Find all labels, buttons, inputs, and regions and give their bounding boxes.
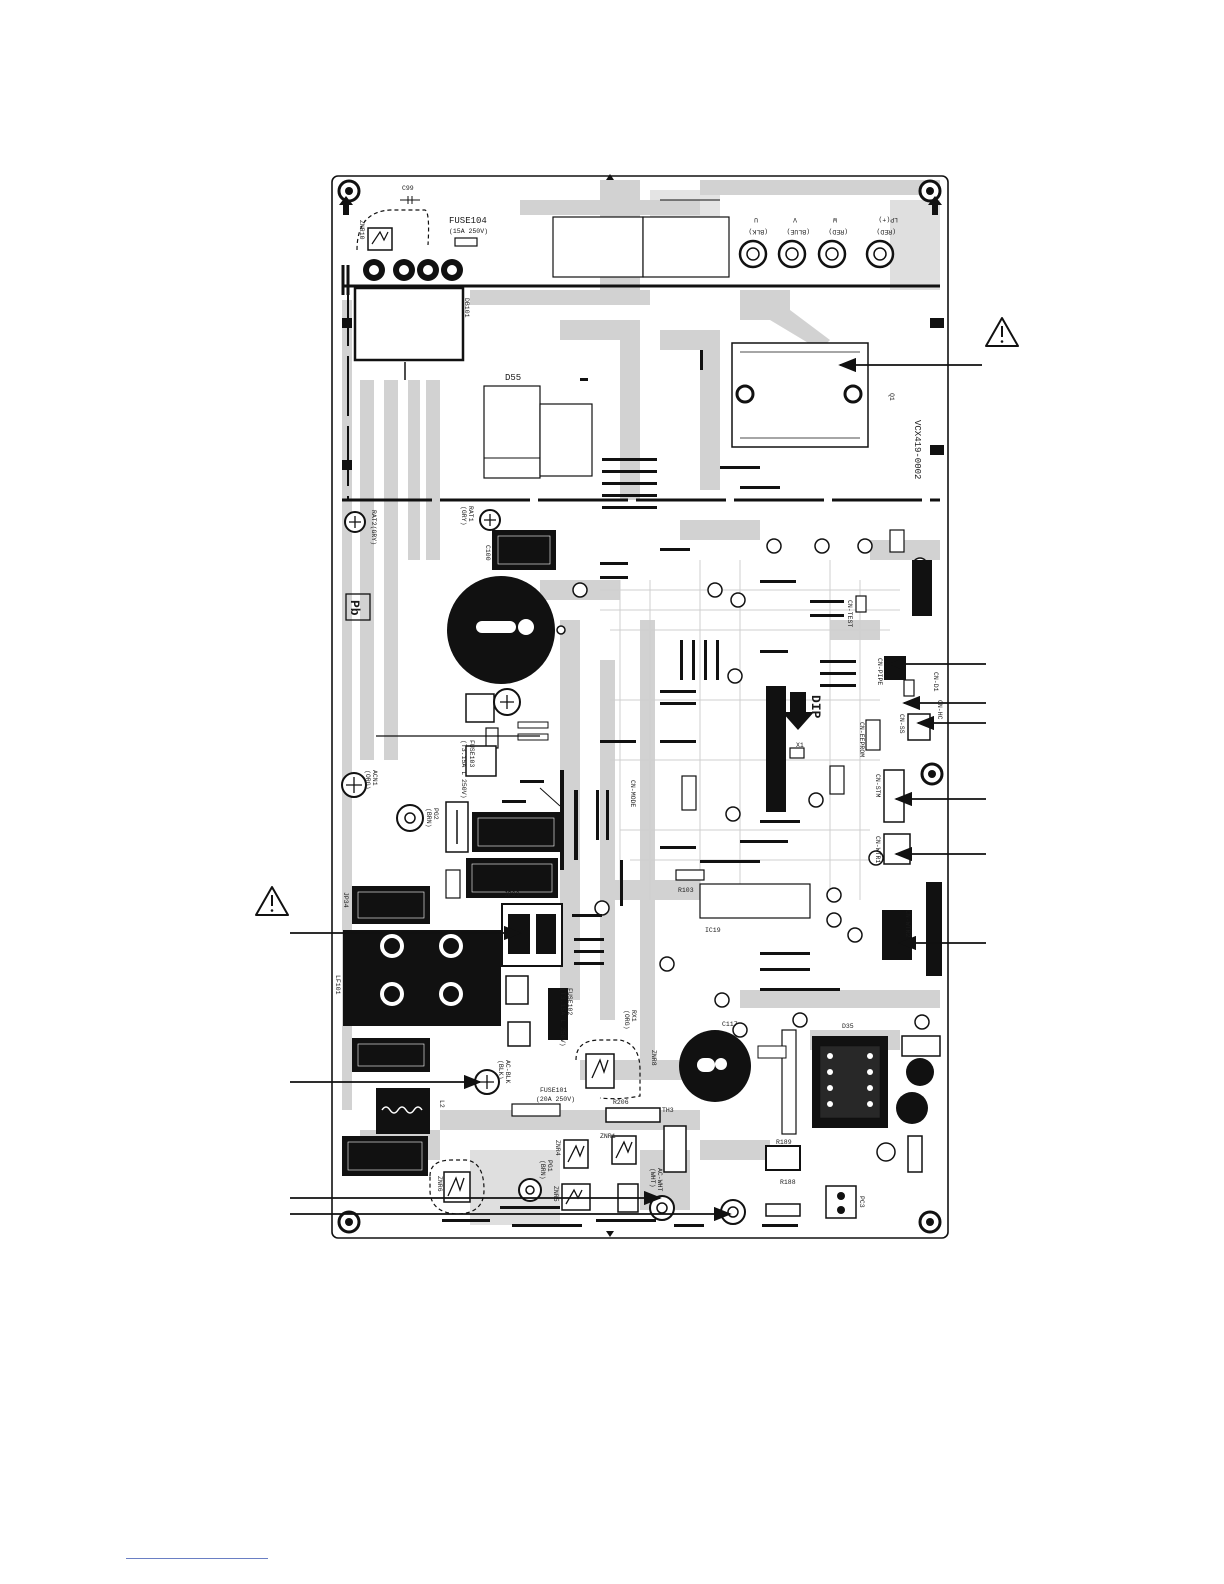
terminal-lp-label: LP(+) [878, 216, 898, 223]
terminal-w-label: W [833, 216, 837, 223]
thermistor-connectors [344, 509, 501, 533]
relay-c100 [492, 530, 556, 570]
ac-blk-label: AC-BLK [504, 1060, 511, 1084]
copper-traces [342, 180, 940, 1225]
terminal-u-label: U [754, 216, 758, 223]
terminal-lp-color: (RED) [876, 228, 896, 235]
left-mid-components [341, 688, 578, 899]
dip-label: DIP [808, 695, 823, 719]
rat2-label: RAT2(GRY) [370, 510, 377, 545]
relay-top [552, 199, 730, 278]
line-filter-area [342, 886, 604, 1176]
cn-pipe-label: CN-PIPE [876, 658, 883, 685]
terminal-u-color: (BLK) [748, 228, 768, 235]
r189-label: R189 [776, 1139, 792, 1146]
ac-wht-label: AC-WHT [656, 1168, 663, 1192]
x1-label: X1 [796, 742, 804, 749]
znr4-label: ZNR4 [554, 1140, 561, 1156]
znr5-label: ZNR5 [552, 1186, 559, 1202]
power-module-q1 [731, 342, 869, 448]
fuse102-rating: (T3.15A L 250V) [559, 988, 566, 1047]
fuse101-label: FUSE101 [540, 1087, 567, 1094]
q1-label: Q1 [888, 393, 895, 401]
small-components [572, 529, 942, 1162]
mounting-holes [337, 179, 944, 1234]
acn1-color: (ORG) [364, 770, 371, 790]
fuse104-label: FUSE104 [449, 216, 487, 226]
fuse102-label: FUSE102 [566, 988, 573, 1015]
warning-icon [985, 317, 1019, 347]
znr6-label: ZNR6 [436, 1176, 443, 1192]
r206-label: R206 [613, 1099, 629, 1106]
pc3-label: PC3 [858, 1196, 865, 1208]
fuse104-rating: (15A 250V) [449, 228, 488, 235]
input-terminal-block [341, 209, 478, 380]
r188-label: R188 [780, 1179, 796, 1186]
fuse103-rating: (T3.15A L 250V) [460, 740, 467, 799]
db101-label: DB101 [463, 298, 470, 318]
warning-icon [255, 886, 289, 916]
cn-test-label: CN-TEST [846, 600, 853, 627]
znr10-label: ZNR10 [358, 220, 365, 240]
ic19-label: IC19 [705, 927, 721, 934]
output-terminals [738, 239, 895, 269]
pb-mark [345, 593, 371, 621]
rx1-color: (ORG) [623, 1010, 630, 1030]
edge-markers [339, 174, 942, 1237]
cn-ss-label: CN-SS [898, 714, 905, 734]
cn-hc-label: CN-HC [936, 700, 943, 720]
cn-stm-label: CN-STM [874, 774, 881, 798]
pg2-label: PG2 [432, 808, 439, 820]
pb-mark-label: Pb [347, 600, 362, 616]
znr8-label: ZNR8 [650, 1050, 657, 1066]
microcontroller-ic [766, 686, 814, 812]
rat1-label: RAT1 [467, 506, 474, 522]
c99-label: C99 [402, 185, 414, 192]
d35-label: D35 [842, 1023, 854, 1030]
cn-d1-label: CN-D1 [932, 672, 939, 692]
r103-label: R103 [678, 887, 694, 894]
fuse101-rating: (20A 250V) [536, 1096, 575, 1103]
acn1-label: ACN1 [371, 770, 378, 786]
d55-label: D55 [505, 373, 521, 383]
edge-pads [342, 318, 944, 470]
jp33-label: JP33 [504, 891, 520, 898]
c100-label: C100 [484, 545, 491, 561]
c117-label: C117 [722, 1021, 738, 1028]
capacitor-c99 [447, 576, 566, 684]
terminal-v-label: V [793, 216, 797, 223]
znr1-label: ZNR1 [600, 1133, 616, 1140]
pg1-label: PG1 [546, 1160, 553, 1172]
lf101-label: LF101 [334, 975, 341, 995]
ac-blk-color: (BLK) [497, 1060, 504, 1080]
bridge-rectifier-d55 [483, 385, 593, 479]
cn-eeprom-label: CN-EEPROM [858, 722, 865, 757]
cn-mode-label: CN-MODE [629, 780, 636, 807]
rat1-color: (GRY) [460, 506, 467, 526]
pg2-color: (BRN) [425, 808, 432, 828]
pg1-color: (BRN) [539, 1160, 546, 1180]
th3-label: TH3 [662, 1107, 674, 1114]
rx1-label: RX1 [630, 1010, 637, 1022]
lower-components [429, 1029, 941, 1227]
jp34-label: JP34 [342, 892, 349, 908]
l2-label: L2 [438, 1100, 445, 1108]
footer-link-underline [126, 1558, 268, 1559]
jumper-wires [580, 350, 780, 509]
fuse103-label: FUSE103 [468, 740, 475, 767]
terminal-v-color: (BLUE) [787, 228, 810, 235]
board-model-label: VCX419-0002 [912, 420, 922, 479]
cn-wtr2-label: CN-WTR2 [904, 910, 911, 937]
callout-arrows [290, 357, 986, 1222]
cn-wtr1-label: CN-WTR1 [874, 836, 881, 863]
terminal-w-color: (RED) [828, 228, 848, 235]
ac-wht-color: (WHT) [649, 1168, 656, 1188]
